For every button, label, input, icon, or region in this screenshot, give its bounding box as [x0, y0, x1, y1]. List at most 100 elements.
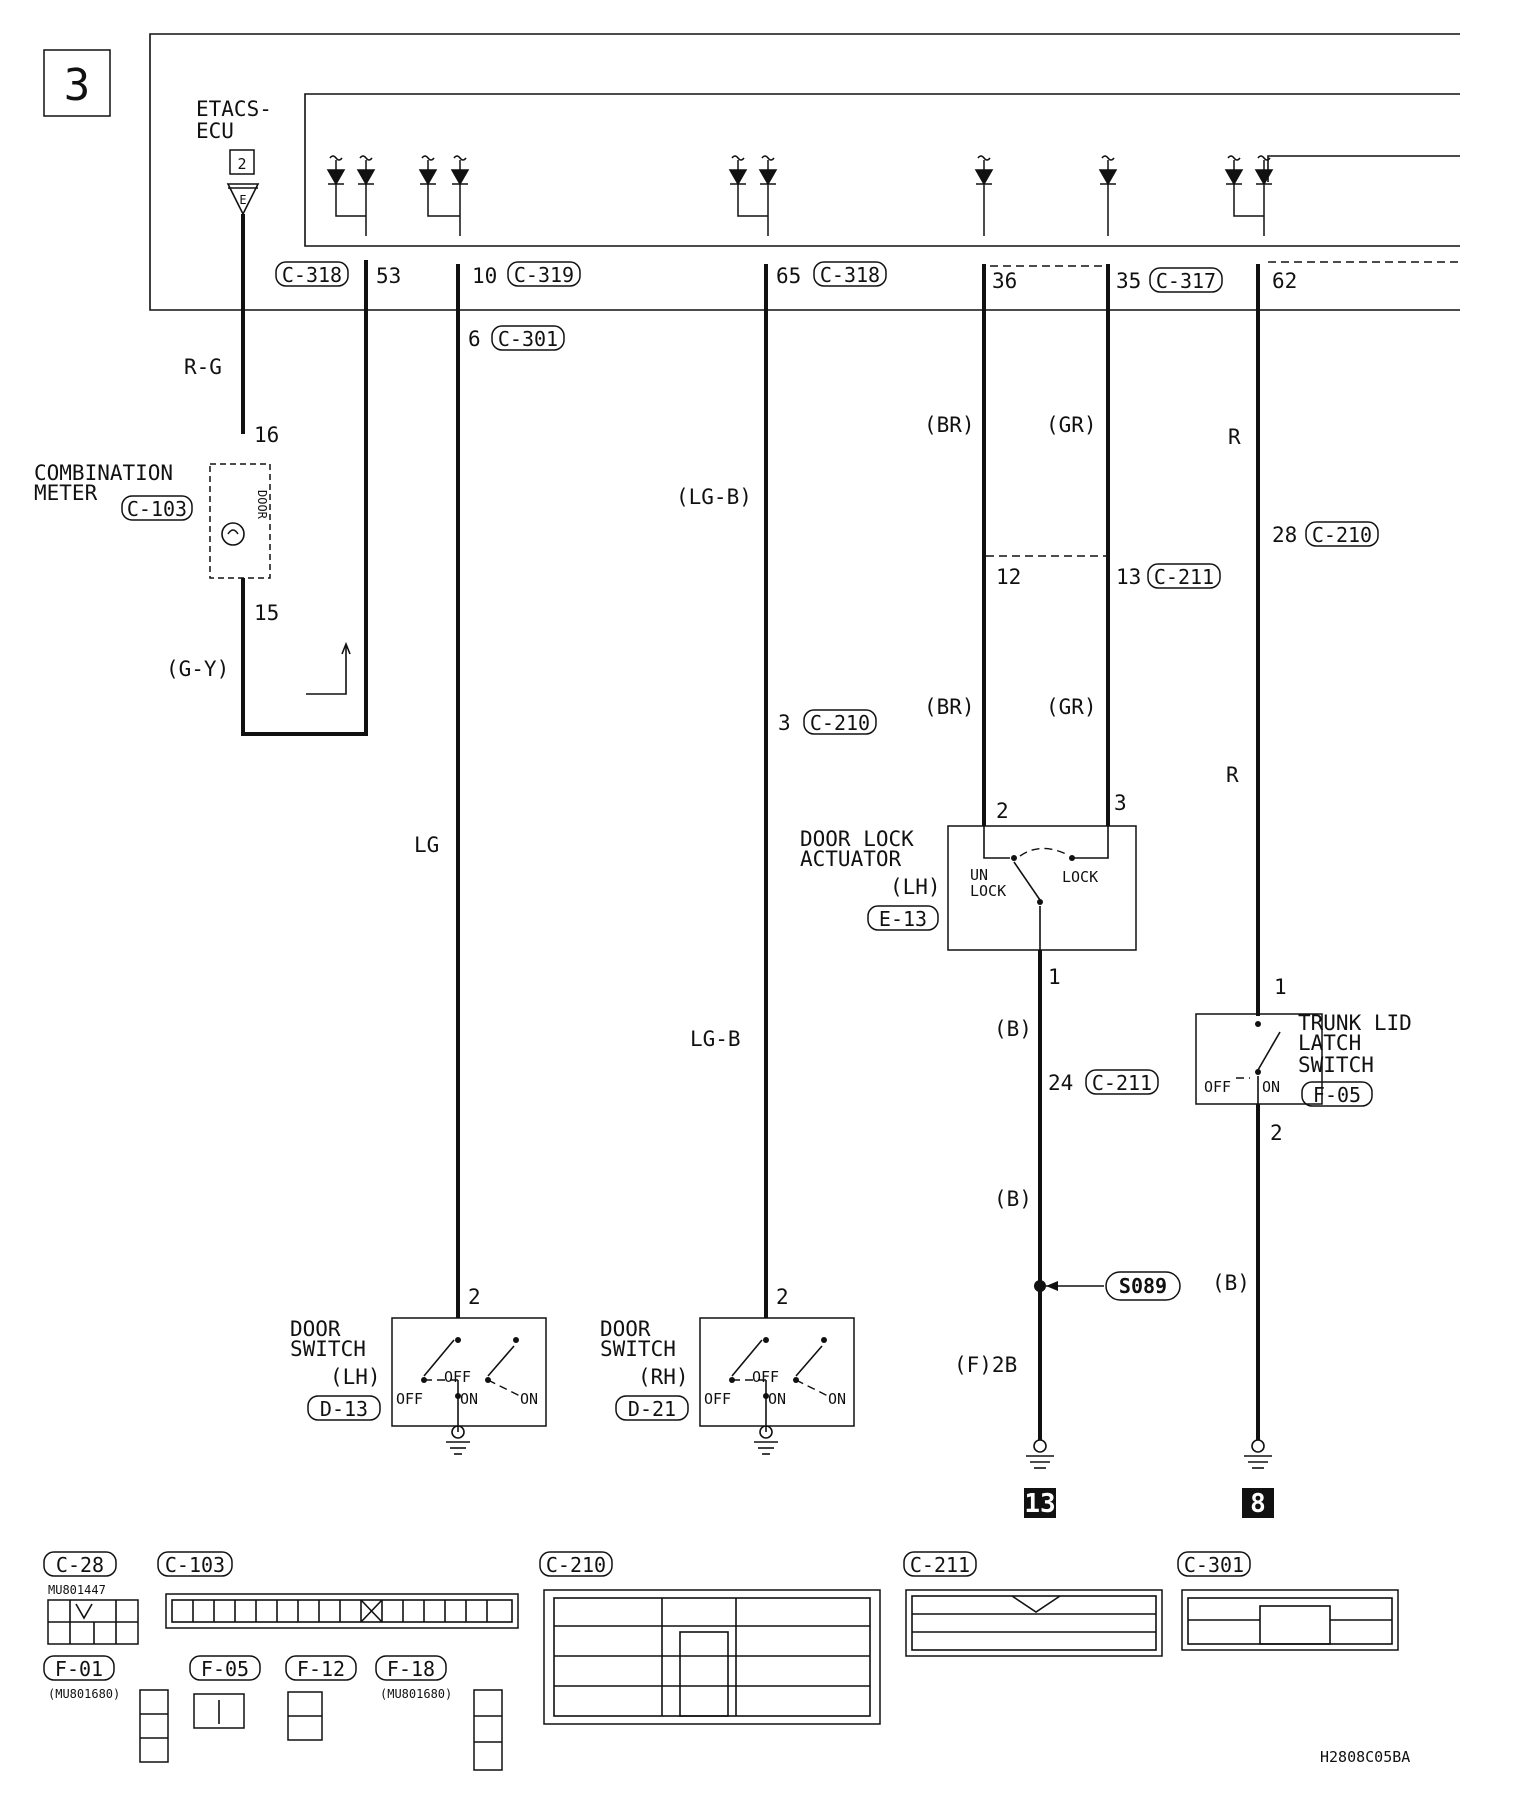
connector-f01-title: F-01	[55, 1657, 103, 1681]
ecu-pin53-connector: C-318	[282, 263, 342, 287]
door-switch-rh	[699, 1317, 855, 1455]
junction-c211-pin12: 12	[996, 565, 1021, 589]
ecu-terminal-letter: E	[239, 193, 246, 207]
ground-8: 8	[1250, 1489, 1266, 1519]
connector-f12-title: F-12	[297, 1657, 345, 1681]
wire-label-rg: R-G	[184, 355, 222, 379]
connector-c103-title: C-103	[165, 1553, 225, 1577]
junction-c211-a: C-211	[1154, 565, 1214, 589]
ecu-pin10: 10	[472, 264, 497, 288]
ecu-pin65: 65	[776, 264, 801, 288]
actuator-name-line1: DOOR LOCK	[800, 827, 914, 851]
connector-f18-title: F-18	[387, 1657, 435, 1681]
connector-view-f18: F-18 (MU801680)	[375, 1655, 503, 1771]
trunk-switch-name-line2: LATCH	[1298, 1031, 1361, 1055]
connector-f05-title: F-05	[201, 1657, 249, 1681]
splice-point	[1034, 1280, 1046, 1292]
actuator-name-line3: (LH)	[890, 875, 941, 899]
junction-c211-b: C-211	[1092, 1071, 1152, 1095]
splice-id: S089	[1119, 1274, 1167, 1298]
door-switch-rh-off2: OFF	[752, 1368, 779, 1386]
door-switch-lh-name-line1: DOOR	[290, 1317, 341, 1341]
door-switch-rh-name-line2: SWITCH	[600, 1337, 676, 1361]
wire-label-r1: R	[1228, 425, 1241, 449]
wire-label-lg: LG	[414, 833, 439, 857]
connector-view-f05: F-05	[189, 1655, 261, 1729]
door-switch-rh-on2: ON	[828, 1390, 846, 1408]
trunk-switch-name-line1: TRUNK LID	[1298, 1011, 1412, 1035]
door-switch-lh-off1: OFF	[396, 1390, 423, 1408]
wire-label-b2: (B)	[994, 1187, 1032, 1211]
door-switch-lh-name-line3: (LH)	[330, 1365, 381, 1389]
connector-view-c301: C-301	[1177, 1551, 1399, 1651]
ecu-name-line1: ETACS-	[196, 97, 272, 121]
junction-c211-pin24: 24	[1048, 1071, 1073, 1095]
connector-view-f12: F-12	[285, 1655, 357, 1741]
wire-label-gy: (G-Y)	[166, 657, 229, 681]
ground-symbol-8	[1242, 1439, 1274, 1518]
junction-c301: C-301	[498, 327, 558, 351]
actuator-connector: E-13	[879, 907, 927, 931]
connector-view-c28: C-28 MU801447	[43, 1551, 139, 1645]
connector-view-c210: C-210	[539, 1551, 881, 1725]
ground-13: 13	[1024, 1489, 1055, 1519]
junction-c210-pin28: 28	[1272, 523, 1297, 547]
door-switch-rh-name-line3: (RH)	[638, 1365, 689, 1389]
actuator-pin2: 2	[996, 799, 1009, 823]
wire-label-br2: (BR)	[924, 695, 975, 719]
trunk-switch-name-line3: SWITCH	[1298, 1053, 1374, 1077]
connector-f18-part: (MU801680)	[380, 1687, 452, 1701]
trunk-switch-off: OFF	[1204, 1078, 1231, 1096]
door-switch-lh-off2: OFF	[444, 1368, 471, 1386]
actuator-name-line2: ACTUATOR	[800, 847, 902, 871]
door-switch-rh-pin: 2	[776, 1285, 789, 1309]
wire-label-gr1: (GR)	[1046, 413, 1097, 437]
combination-meter: DOOR	[209, 463, 271, 579]
ecu-pin35: 35	[1116, 269, 1141, 293]
junction-c210-a: C-210	[810, 711, 870, 735]
trunk-switch-pin2: 2	[1270, 1121, 1283, 1145]
junction-c301-pin: 6	[468, 327, 481, 351]
ecu-pin53: 53	[376, 264, 401, 288]
wire-label-b3: (B)	[1212, 1271, 1250, 1295]
wire-label-lgb: LG-B	[690, 1027, 741, 1051]
junction-c211-pin13: 13	[1116, 565, 1141, 589]
connector-view-c211: C-211	[903, 1551, 1163, 1657]
connector-c28-part: MU801447	[48, 1583, 106, 1597]
actuator-unlock-line2: LOCK	[970, 882, 1006, 900]
junction-c210-b: C-210	[1312, 523, 1372, 547]
ground-symbol-13	[1024, 1439, 1056, 1518]
actuator-lock: LOCK	[1062, 868, 1098, 886]
door-switch-lh-name-line2: SWITCH	[290, 1337, 366, 1361]
trunk-switch-on: ON	[1262, 1078, 1280, 1096]
door-switch-rh-off1: OFF	[704, 1390, 731, 1408]
combination-meter-connector: C-103	[127, 497, 187, 521]
ecu-pin65-connector: C-318	[820, 263, 880, 287]
connector-c28-title: C-28	[56, 1553, 104, 1577]
actuator-pin3: 3	[1114, 791, 1127, 815]
connector-view-f01: F-01 (MU801680)	[43, 1655, 169, 1763]
door-switch-rh-on1: ON	[768, 1390, 786, 1408]
wire-label-lgb-paren: (LG-B)	[676, 485, 752, 509]
ecu-outline	[149, 33, 1460, 311]
trunk-switch-connector: F-05	[1313, 1083, 1361, 1107]
combination-meter-pin-top: 16	[254, 423, 279, 447]
trunk-switch-pin1: 1	[1274, 975, 1287, 999]
actuator-pin1: 1	[1048, 965, 1061, 989]
figure-code: H2808C05BA	[1320, 1748, 1410, 1766]
wire-combination-meter	[241, 214, 368, 736]
splice-label: (F)2B	[954, 1353, 1017, 1377]
door-switch-rh-connector: D-21	[628, 1397, 676, 1421]
connector-c211-title: C-211	[910, 1553, 970, 1577]
ecu-badge: 2	[237, 155, 246, 173]
door-switch-lh-on1: ON	[460, 1390, 478, 1408]
ecu-diodes	[326, 155, 1274, 186]
wire-label-r2: R	[1226, 763, 1239, 787]
combination-meter-pin-bottom: 15	[254, 601, 279, 625]
connector-view-c103: C-103	[157, 1551, 519, 1629]
wire-label-b1: (B)	[994, 1017, 1032, 1041]
door-switch-lh-pin: 2	[468, 1285, 481, 1309]
page-number-box: 3	[43, 49, 111, 117]
combination-meter-name-line2: METER	[34, 481, 98, 505]
